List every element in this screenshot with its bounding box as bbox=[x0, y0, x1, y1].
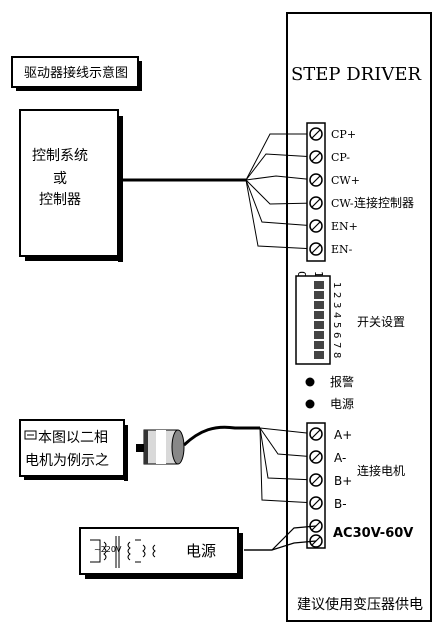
motor-note-line-1: 本图以二相 bbox=[38, 430, 108, 446]
connect-controller-label: 连接控制器 bbox=[354, 195, 414, 210]
dip-switch bbox=[314, 351, 324, 359]
terminal-label-b-minus: B- bbox=[334, 497, 347, 511]
dip-number: 4 bbox=[331, 312, 342, 318]
power-label: 电源 bbox=[186, 542, 216, 560]
controller-line-2: 或 bbox=[53, 171, 67, 187]
diagram-title: 驱动器接线示意图 bbox=[24, 65, 128, 81]
driver-title: STEP DRIVER bbox=[291, 64, 422, 85]
transformer-icon bbox=[90, 536, 156, 568]
dip-number: 5 bbox=[331, 322, 342, 328]
control-terminal-block bbox=[306, 122, 326, 262]
terminal-screw bbox=[309, 450, 323, 464]
dip-number: 8 bbox=[331, 352, 342, 358]
motor-terminal-block bbox=[306, 422, 326, 549]
alarm-label: 报警 bbox=[330, 374, 354, 389]
dip-switch bbox=[314, 281, 324, 289]
dip-switch bbox=[314, 291, 324, 299]
dip-on-label: 1 bbox=[312, 271, 325, 278]
terminal-label-en-minus: EN- bbox=[331, 243, 353, 256]
terminal-label-cw-plus: CW+ bbox=[331, 174, 360, 187]
power-cable bbox=[244, 525, 317, 551]
power-indicator-label: 电源 bbox=[330, 397, 354, 411]
terminal-label-en-plus: EN+ bbox=[331, 220, 358, 233]
terminal-label-cp-minus: CP- bbox=[331, 151, 350, 164]
dip-number: 3 bbox=[331, 302, 342, 308]
power-led-icon bbox=[305, 399, 315, 409]
footer-note: 建议使用变压器供电 bbox=[297, 596, 423, 613]
terminal-screw bbox=[309, 427, 323, 441]
dip-switch-label: 开关设置 bbox=[357, 315, 405, 329]
terminal-screw bbox=[309, 150, 323, 164]
motor-terminal-labels: A+ A- B+ B- 连接电机 AC30V-60V bbox=[333, 428, 413, 541]
dip-switch bbox=[314, 321, 324, 329]
terminal-screw bbox=[309, 473, 323, 487]
power-box: ~220V 电源 bbox=[79, 527, 243, 579]
alarm-led-icon bbox=[305, 377, 315, 387]
dip-off-label: 0 bbox=[295, 271, 308, 278]
motor-note-box: 本图以二相 电机为例示之 bbox=[19, 419, 128, 481]
indicators: 报警 电源 bbox=[305, 374, 354, 411]
control-terminal-labels: CP+ CP- CW+ CW- EN+ EN- 连接控制器 bbox=[331, 128, 414, 256]
terminal-label-cp-plus: CP+ bbox=[331, 128, 356, 141]
connect-motor-label: 连接电机 bbox=[357, 463, 405, 478]
terminal-screw bbox=[309, 496, 323, 510]
dip-number: 6 bbox=[331, 332, 342, 338]
terminal-screw bbox=[309, 196, 323, 210]
terminal-label-cw-minus: CW- bbox=[331, 197, 354, 210]
power-input-label: AC30V-60V bbox=[333, 526, 413, 541]
controller-box: 控制系统 或 控制器 bbox=[19, 109, 123, 262]
terminal-label-b-plus: B+ bbox=[334, 474, 352, 488]
transformer-voltage-label: ~220V bbox=[94, 545, 122, 554]
dip-switch-block: 0 1 1 2 3 4 5 6 7 8 开关设置 bbox=[295, 271, 405, 365]
dip-number: 7 bbox=[331, 342, 342, 348]
dip-switch bbox=[314, 331, 324, 339]
controller-line-3: 控制器 bbox=[39, 192, 81, 208]
motor-icon bbox=[136, 429, 185, 465]
controller-cable bbox=[123, 133, 317, 250]
motor-note-line-2: 电机为例示之 bbox=[25, 453, 109, 469]
dip-number: 1 bbox=[331, 282, 342, 288]
terminal-screw bbox=[309, 219, 323, 233]
terminal-screw bbox=[309, 242, 323, 256]
dip-switch bbox=[314, 301, 324, 309]
hand-pointer-icon bbox=[24, 430, 37, 440]
dip-number: 2 bbox=[331, 292, 342, 298]
terminal-label-a-plus: A+ bbox=[334, 428, 352, 442]
title-box: 驱动器接线示意图 bbox=[11, 56, 142, 91]
terminal-screw bbox=[309, 173, 323, 187]
terminal-label-a-minus: A- bbox=[334, 451, 346, 465]
terminal-screw bbox=[309, 127, 323, 141]
controller-line-1: 控制系统 bbox=[32, 148, 88, 164]
dip-switch bbox=[314, 341, 324, 349]
dip-switch bbox=[314, 311, 324, 319]
